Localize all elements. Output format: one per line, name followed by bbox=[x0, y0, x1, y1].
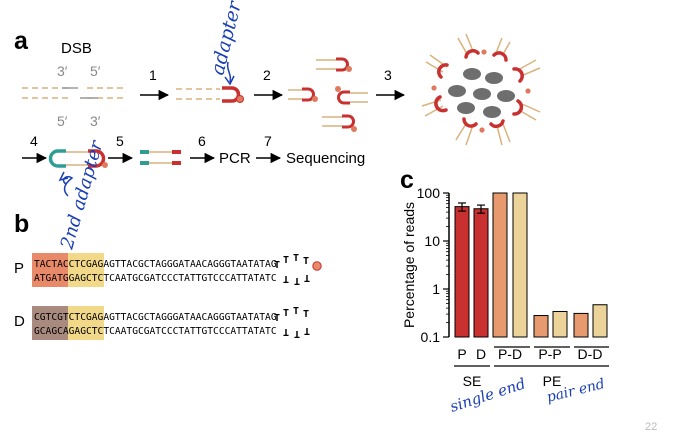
panel-a-label: a bbox=[14, 27, 29, 55]
highlight-p-shared bbox=[68, 253, 104, 287]
dsb-label: DSB bbox=[61, 40, 92, 57]
dual-adapter-fragment bbox=[48, 149, 108, 168]
end-label-bottom-right: 3′ bbox=[90, 113, 101, 129]
svg-text:T: T bbox=[283, 308, 289, 319]
svg-text:T: T bbox=[293, 306, 299, 317]
page-number: 22 bbox=[645, 421, 657, 433]
category-label-4: D-D bbox=[578, 346, 603, 362]
bar-1 bbox=[473, 208, 489, 338]
y-tick-label-0: 0.1 bbox=[421, 329, 441, 345]
sequence-row-p: P TACTACCTCGAGAGTTACGCTAGGGATAACAGGGTAAT… bbox=[14, 253, 322, 287]
end-label-top-right: 5′ bbox=[90, 63, 101, 79]
end-label-bottom-left: 5′ bbox=[57, 113, 68, 129]
panel-b-label: b bbox=[14, 210, 29, 238]
end-label-top-left: 3′ bbox=[57, 63, 68, 79]
step-2-label: 2 bbox=[263, 67, 271, 83]
y-tick-label-1: 1 bbox=[432, 281, 440, 297]
svg-text:T: T bbox=[294, 328, 300, 339]
sequence-row-d: D CGTCGTCTCGAGAGTTACGCTAGGGATAACAGGGTAAT… bbox=[14, 306, 310, 340]
svg-text:T: T bbox=[293, 253, 299, 264]
handwritten-adapter-note: adapter bbox=[207, 0, 247, 86]
handwritten-second-adapter-text: 2nd adapter bbox=[56, 137, 108, 252]
bar-7 bbox=[592, 304, 608, 338]
handwritten-adapter-text: adapter bbox=[207, 0, 247, 77]
step-7-label: 7 bbox=[264, 133, 272, 149]
bead-cluster bbox=[421, 33, 541, 146]
svg-text:T: T bbox=[294, 275, 300, 286]
category-label-0: P bbox=[457, 346, 466, 362]
category-label-1: D bbox=[476, 346, 486, 362]
highlight-p-prefix bbox=[32, 253, 68, 287]
step-5-label: 5 bbox=[116, 133, 124, 149]
svg-text:T: T bbox=[304, 325, 310, 336]
svg-text:T: T bbox=[283, 255, 289, 266]
fragments-step-2 bbox=[288, 57, 368, 132]
svg-text:T: T bbox=[303, 309, 309, 320]
svg-text:T: T bbox=[283, 273, 289, 284]
bar-5 bbox=[552, 310, 568, 338]
step-3-label: 3 bbox=[384, 67, 392, 83]
highlight-d-prefix bbox=[32, 306, 68, 340]
bar-0 bbox=[454, 206, 470, 338]
d-top-strand: CGTCGTCTCGAGAGTTACGCTAGGGATAACAGGGTAATAT… bbox=[34, 312, 277, 323]
step-4-label: 4 bbox=[30, 133, 38, 149]
highlight-d-shared bbox=[68, 306, 104, 340]
adapter-ligated-end bbox=[176, 86, 244, 103]
y-axis-label: Percentage of reads bbox=[401, 202, 417, 328]
handwritten-second-adapter-note: 2nd adapter bbox=[56, 137, 108, 252]
y-tick-label-2: 10 bbox=[424, 233, 440, 249]
p-bottom-strand: ATGATGGAGCTCTCAATGCGATCCCTATTGTCCCATTATA… bbox=[34, 273, 277, 284]
d-bottom-strand: GCAGCAGAGCTCTCAATGCGATCCCTATTGTCCCATTATA… bbox=[34, 326, 277, 337]
bar-2 bbox=[492, 192, 508, 338]
svg-text:T: T bbox=[304, 272, 310, 283]
svg-text:T: T bbox=[274, 313, 280, 324]
category-label-2: P-D bbox=[498, 346, 522, 362]
bar-4 bbox=[533, 315, 549, 338]
bar-6 bbox=[573, 312, 589, 338]
bar-3 bbox=[512, 192, 528, 338]
svg-text:T: T bbox=[303, 256, 309, 267]
group-label-se: SE bbox=[463, 373, 482, 389]
step-1-label: 1 bbox=[149, 67, 157, 83]
step-6-label: 6 bbox=[198, 133, 206, 149]
category-label-3: P-P bbox=[538, 346, 561, 362]
group-label-pe: PE bbox=[543, 373, 562, 389]
handwritten-single-end: single end bbox=[448, 374, 528, 415]
linear-product bbox=[140, 150, 181, 165]
svg-text:T: T bbox=[274, 260, 280, 271]
p-top-strand: TACTACCTCGAGAGTTACGCTAGGGATAACAGGGTAATAT… bbox=[34, 259, 277, 270]
sequencing-label: Sequencing bbox=[286, 150, 365, 167]
sequence-label-d: D bbox=[14, 313, 25, 330]
panel-c-label: c bbox=[400, 166, 414, 194]
y-tick-label-3: 100 bbox=[417, 185, 441, 201]
pcr-label: PCR bbox=[219, 150, 251, 167]
dsb-dna bbox=[22, 87, 127, 99]
sequence-label-p: P bbox=[14, 260, 24, 277]
svg-text:T: T bbox=[283, 326, 289, 337]
